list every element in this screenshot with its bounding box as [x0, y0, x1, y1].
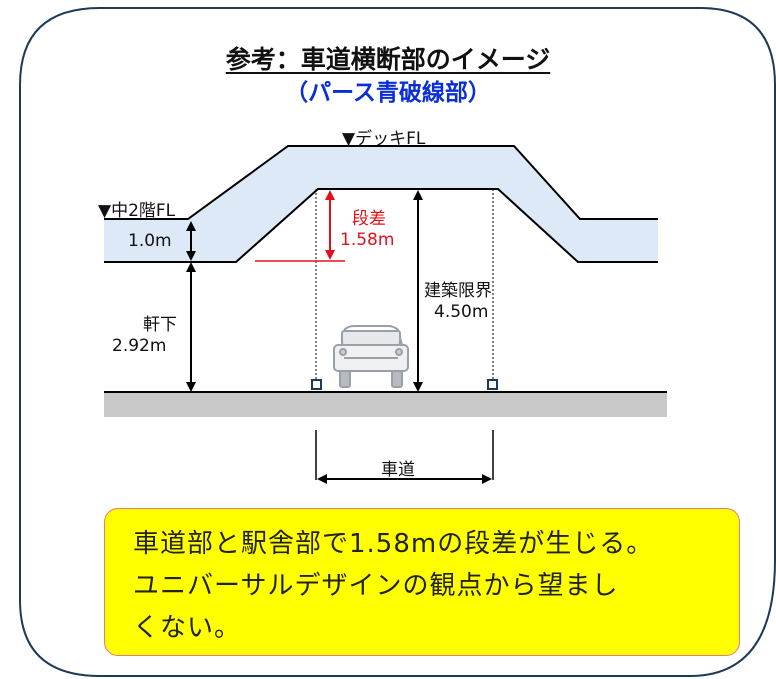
car-icon: [333, 325, 409, 388]
clearance-height-label: 4.50m: [434, 302, 489, 322]
diagram-title: 参考：車道横断部のイメージ: [225, 45, 551, 74]
curb-marker-left: [311, 379, 322, 390]
carriageway-label: 車道: [381, 460, 415, 480]
ground-road: [104, 392, 667, 417]
slab-thickness-label: 1.0m: [128, 231, 172, 251]
eaves-height-label: 2.92m: [112, 336, 167, 356]
eaves-label: 軒下: [143, 315, 177, 335]
curb-marker-right: [487, 379, 498, 390]
deck-bottom-edge: [104, 188, 658, 263]
step-label: 段差: [352, 209, 386, 229]
mid-floor-level-label: ▼中2階FL: [98, 201, 176, 221]
step-height-label: 1.58m: [340, 230, 395, 250]
diagram-subtitle: （パース青破線部）: [285, 80, 491, 106]
deck-slab: [104, 146, 658, 262]
note-text: 車道部と駅舎部で1.58mの段差が生じる。 ユニバーサルデザインの観点から望まし…: [133, 529, 654, 643]
deck-level-label: ▼デッキFL: [342, 129, 426, 149]
clearance-label: 建築限界: [424, 281, 492, 301]
note-callout: 車道部と駅舎部で1.58mの段差が生じる。 ユニバーサルデザインの観点から望まし…: [104, 508, 740, 656]
deck-top-edge: [104, 145, 658, 220]
